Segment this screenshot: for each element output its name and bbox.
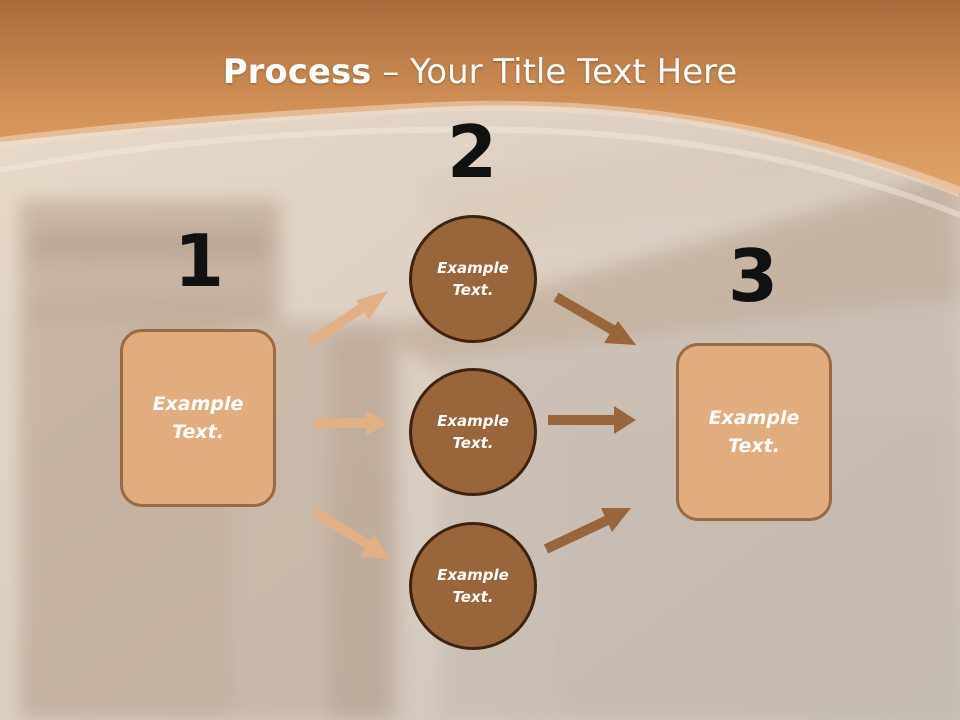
arrow-circle-bottom-to-box3 bbox=[543, 508, 631, 554]
arrow-circle-top-to-box3 bbox=[553, 292, 636, 345]
step-number-1: 1 bbox=[173, 219, 225, 303]
step-box-3[interactable]: Example Text. bbox=[676, 343, 832, 521]
step-circle-bottom[interactable]: Example Text. bbox=[409, 522, 537, 650]
title-rest: – Your Title Text Here bbox=[371, 52, 738, 92]
step-circle-top-label: Example Text. bbox=[437, 258, 509, 300]
step-box-1[interactable]: Example Text. bbox=[120, 329, 276, 507]
arrow-box1-to-circle-middle bbox=[314, 410, 388, 436]
title-bold: Process bbox=[222, 52, 372, 92]
step-circle-bottom-label: Example Text. bbox=[437, 565, 509, 607]
step-circle-middle[interactable]: Example Text. bbox=[409, 368, 537, 496]
arrow-circle-middle-to-box3 bbox=[548, 406, 636, 434]
step-box-1-label: Example Text. bbox=[152, 392, 244, 444]
step-box-3-label: Example Text. bbox=[708, 406, 800, 458]
step-circle-middle-label: Example Text. bbox=[437, 411, 509, 453]
step-number-2: 2 bbox=[446, 110, 498, 194]
arrow-box1-to-circle-top bbox=[307, 291, 388, 348]
slide-title: Process – Your Title Text Here bbox=[0, 52, 960, 92]
step-number-3: 3 bbox=[727, 234, 779, 318]
step-circle-top[interactable]: Example Text. bbox=[409, 215, 537, 343]
arrow-box1-to-circle-bottom bbox=[311, 507, 391, 559]
